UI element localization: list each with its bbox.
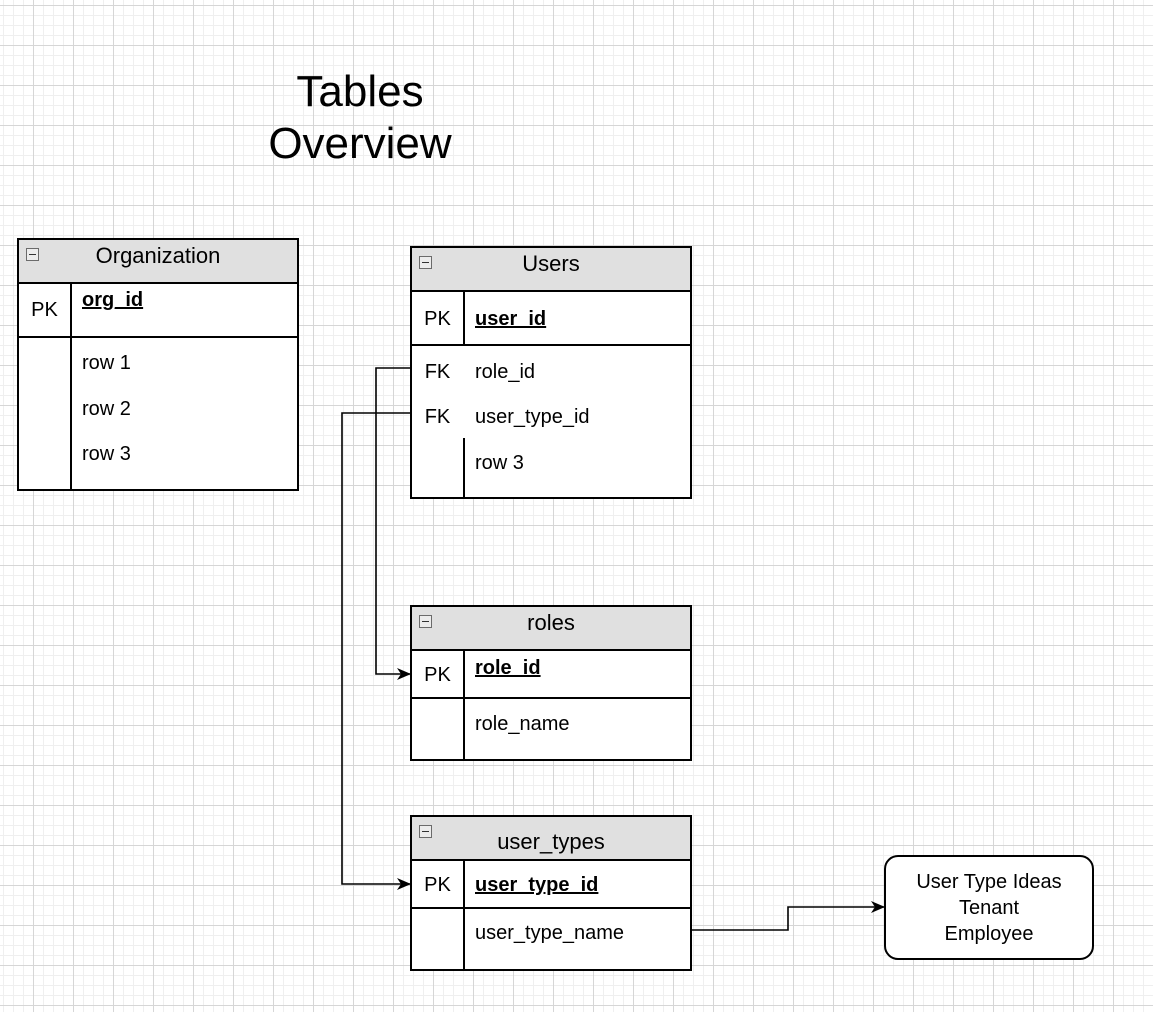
table-header[interactable]: Organization <box>19 240 297 284</box>
collapse-icon[interactable] <box>419 256 432 269</box>
table-users[interactable]: Users PK user_id FK role_id FK user_type… <box>410 246 692 499</box>
pk-label: PK <box>424 664 451 686</box>
note-line: Employee <box>944 922 1034 945</box>
column-divider <box>463 861 465 969</box>
pk-label: PK <box>31 299 58 321</box>
table-row[interactable]: row 1 <box>82 352 131 374</box>
connector-user-type-name-to-note[interactable] <box>692 901 885 931</box>
collapse-icon[interactable] <box>419 825 432 838</box>
note-line: User Type Ideas <box>916 870 1062 893</box>
title-line-2: Overview <box>268 119 452 168</box>
column-divider <box>463 651 465 759</box>
table-row[interactable]: user_type_name <box>475 922 624 944</box>
pk-label: PK <box>424 874 451 896</box>
pk-separator <box>412 907 690 909</box>
collapse-icon[interactable] <box>419 615 432 628</box>
title-line-1: Tables <box>296 67 424 116</box>
table-row[interactable]: role_name <box>475 713 570 735</box>
connector-role-id-to-roles[interactable] <box>375 367 411 680</box>
pk-separator <box>412 344 690 346</box>
pk-separator <box>412 697 690 699</box>
column-divider <box>463 292 465 344</box>
table-name: Users <box>522 251 580 276</box>
note-line: Tenant <box>958 896 1020 919</box>
connector-user-type-id-to-user-types[interactable] <box>341 412 411 890</box>
table-row[interactable]: user_type_id <box>475 406 590 428</box>
table-header[interactable]: user_types <box>412 817 690 861</box>
column-divider <box>463 438 465 497</box>
pk-field[interactable]: role_id <box>475 657 541 679</box>
collapse-icon[interactable] <box>26 248 39 261</box>
table-name: roles <box>527 610 575 635</box>
table-name: user_types <box>497 829 605 854</box>
table-name: Organization <box>95 243 221 268</box>
table-user-types[interactable]: user_types PK user_type_id user_type_nam… <box>410 815 692 971</box>
pk-field[interactable]: user_id <box>475 308 547 330</box>
table-row[interactable]: role_id <box>475 361 536 383</box>
table-header[interactable]: roles <box>412 607 690 651</box>
table-header[interactable]: Users <box>412 248 690 292</box>
pk-field[interactable]: user_type_id <box>475 874 599 896</box>
fk-label: FK <box>424 361 451 383</box>
diagram-title: Tables Overview <box>240 66 480 170</box>
pk-label: PK <box>424 308 451 330</box>
table-organization[interactable]: Organization PK org_id row 1 row 2 row 3 <box>17 238 299 491</box>
table-row[interactable]: row 2 <box>82 398 131 420</box>
table-row[interactable]: row 3 <box>475 452 524 474</box>
pk-field[interactable]: org_id <box>82 289 144 311</box>
user-type-ideas-note[interactable]: User Type Ideas Tenant Employee <box>884 855 1094 960</box>
pk-separator <box>19 336 297 338</box>
fk-label: FK <box>424 406 451 428</box>
column-divider <box>70 284 72 489</box>
table-roles[interactable]: roles PK role_id role_name <box>410 605 692 761</box>
table-row[interactable]: row 3 <box>82 443 131 465</box>
